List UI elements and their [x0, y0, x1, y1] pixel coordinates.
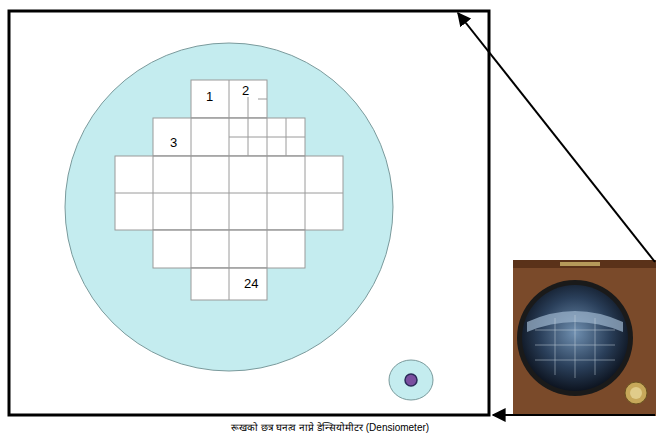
callout-number: 3 [170, 136, 177, 150]
callout-number: 2 [242, 84, 249, 98]
grid [115, 80, 343, 300]
zoom-arrow [458, 13, 655, 262]
caption: रूखको छत्र घनत्व नाप्ने डेन्सियोमीटर (De… [231, 422, 429, 434]
mirror-circle [65, 43, 393, 371]
level-bubble [389, 360, 433, 400]
zoom-arrow [493, 414, 655, 416]
callout-number: 24 [244, 277, 258, 291]
bubble-dot [405, 374, 417, 386]
view-frame [9, 11, 489, 415]
callout-number: 1 [206, 90, 213, 104]
densiometer-photo [513, 260, 656, 416]
